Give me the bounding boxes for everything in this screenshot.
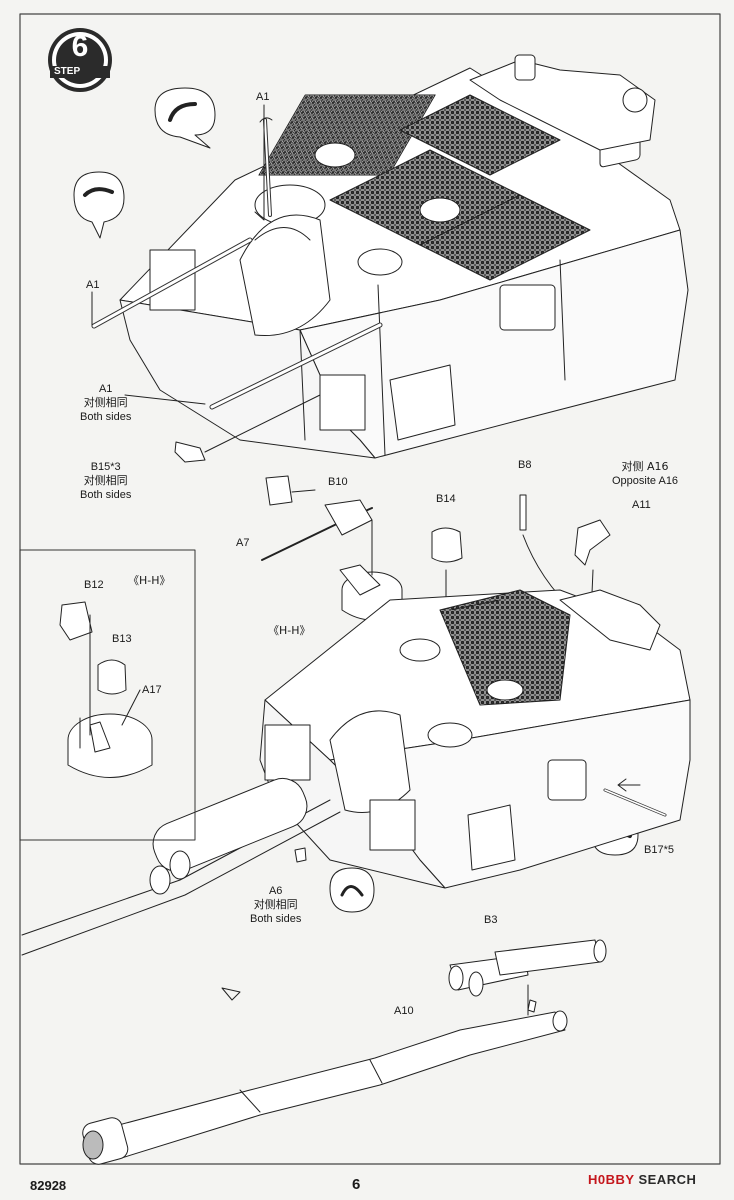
b15-part	[174, 394, 321, 463]
inset-hh-panel	[19, 549, 196, 841]
label-a16: 对侧 A16 Opposite A16	[612, 460, 678, 488]
label-a7: A7	[236, 537, 250, 549]
barrel-assembly	[82, 939, 607, 1165]
step-badge: 6 STEP	[44, 24, 116, 96]
label-a1-top: A1	[256, 91, 270, 103]
a1-rails-top	[91, 104, 383, 410]
top-hull-drawing	[119, 54, 689, 459]
label-a11: A11	[632, 499, 651, 511]
watermark-text: SEARCH	[638, 1172, 697, 1187]
label-b15-cn: 对侧相同	[83, 474, 128, 487]
step-number: 6	[71, 30, 89, 63]
label-a10: A10	[394, 1005, 414, 1017]
label-a17: A17	[142, 684, 162, 696]
label-a16-cn: 对侧 A16	[621, 460, 669, 473]
label-hh-center: 《H-H》	[268, 624, 311, 637]
label-a1-en: Both sides	[80, 411, 132, 423]
label-b8: B8	[518, 459, 532, 471]
label-hh-inset: 《H-H》	[128, 574, 171, 587]
label-b15-part: B15*3	[90, 461, 121, 473]
label-a1-left: A1	[86, 279, 100, 291]
label-b15-en: Both sides	[80, 489, 132, 501]
label-b3: B3	[484, 914, 498, 926]
main-gun-assembly	[21, 777, 341, 956]
label-b15: B15*3 对侧相同 Both sides	[80, 460, 131, 502]
mg-assembly	[261, 475, 403, 681]
label-b12: B12	[84, 579, 104, 591]
label-b17: B17*5	[644, 844, 674, 856]
page-number: 6	[352, 1176, 361, 1193]
label-a6-en: Both sides	[250, 913, 302, 925]
watermark-logo: H0BBY	[588, 1172, 635, 1187]
label-b13: B13	[112, 633, 132, 645]
label-a1-both: A1 对侧相同 Both sides	[80, 382, 131, 424]
label-a16-en: Opposite A16	[612, 475, 679, 487]
label-a6-part: A6	[268, 885, 283, 897]
bottom-hull-drawing	[259, 589, 691, 889]
label-a6: A6 对侧相同 Both sides	[250, 884, 301, 926]
label-b14: B14	[436, 493, 456, 505]
label-a1-cn: 对侧相同	[83, 396, 128, 409]
watermark: H0BBY SEARCH	[588, 1172, 696, 1187]
product-code: 82928	[30, 1178, 67, 1193]
label-a1-part: A1	[98, 383, 113, 395]
label-b10: B10	[328, 476, 348, 488]
step-word: STEP	[54, 66, 81, 77]
label-a6-cn: 对侧相同	[253, 898, 298, 911]
